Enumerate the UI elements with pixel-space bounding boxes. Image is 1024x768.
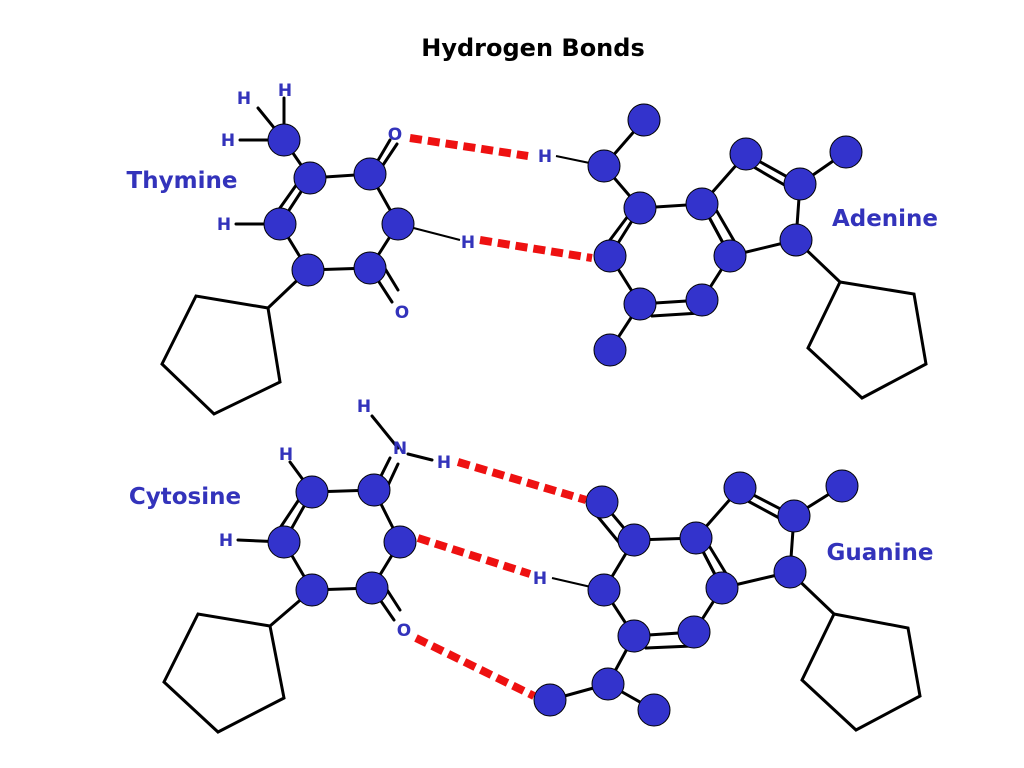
atom xyxy=(381,207,415,241)
hydrogen-label: H xyxy=(221,131,235,151)
atom xyxy=(591,667,625,701)
nitrogen-label: N xyxy=(393,439,407,459)
atom xyxy=(773,555,807,589)
atom xyxy=(617,523,651,557)
atom xyxy=(355,571,389,605)
hydrogen-bond xyxy=(456,458,588,504)
atom xyxy=(587,573,621,607)
base-label-guanine: Guanine xyxy=(826,540,933,566)
atom xyxy=(263,207,297,241)
atom xyxy=(723,471,757,505)
atom xyxy=(593,333,627,367)
atom xyxy=(533,683,567,717)
hydrogen-bond xyxy=(409,134,529,160)
adenine-molecule: H Adenine xyxy=(538,103,938,400)
cytosine-sugar-ring xyxy=(162,612,286,734)
atom xyxy=(291,253,325,287)
guanine-molecule: H Guanine xyxy=(533,469,934,732)
base-label-cytosine: Cytosine xyxy=(129,484,241,510)
atom xyxy=(627,103,661,137)
hydrogen-label: H xyxy=(217,215,231,235)
atom xyxy=(585,485,619,519)
hydrogen-label: H xyxy=(437,453,451,473)
atom xyxy=(825,469,859,503)
atom xyxy=(593,239,627,273)
base-label-thymine: Thymine xyxy=(127,168,238,194)
hydrogen-bond xyxy=(416,534,532,578)
thymine-sugar-ring xyxy=(160,294,282,416)
hydrogen-label: H xyxy=(461,233,475,253)
atom xyxy=(383,525,417,559)
hydrogen-label: H xyxy=(538,147,552,167)
atom xyxy=(623,191,657,225)
hydrogen-label: H xyxy=(279,445,293,465)
guanine-sugar-ring xyxy=(800,612,922,732)
hydrogen-bond xyxy=(479,236,593,262)
atom xyxy=(705,571,739,605)
atom xyxy=(357,473,391,507)
atom xyxy=(779,223,813,257)
atom xyxy=(685,283,719,317)
hydrogen-label: H xyxy=(533,569,547,589)
hydrogen-label: H xyxy=(219,531,233,551)
cytosine-molecule: H H H N H O Cytosine xyxy=(129,397,451,734)
page-title: Hydrogen Bonds xyxy=(421,34,644,62)
atom xyxy=(729,137,763,171)
atom xyxy=(587,149,621,183)
atom xyxy=(295,475,329,509)
hydrogen-label: H xyxy=(237,89,251,109)
base-label-adenine: Adenine xyxy=(832,206,938,232)
hydrogen-label: H xyxy=(357,397,371,417)
atom xyxy=(353,157,387,191)
thymine-molecule: H H H H O O H Thymine xyxy=(127,81,475,416)
atom xyxy=(295,573,329,607)
atom xyxy=(677,615,711,649)
atom xyxy=(617,619,651,653)
adenine-sugar-ring xyxy=(806,280,928,400)
atom xyxy=(623,287,657,321)
oxygen-label: O xyxy=(388,125,402,145)
hydrogen-label: H xyxy=(278,81,292,101)
atom xyxy=(293,161,327,195)
oxygen-label: O xyxy=(395,303,409,323)
atom xyxy=(637,693,671,727)
atom xyxy=(353,251,387,285)
hydrogen-bond xyxy=(414,634,536,700)
cytosine-ring xyxy=(282,488,402,592)
atom xyxy=(713,239,747,273)
atom xyxy=(783,167,817,201)
atom xyxy=(829,135,863,169)
atom xyxy=(267,525,301,559)
oxygen-label: O xyxy=(397,621,411,641)
atom xyxy=(267,123,301,157)
atom xyxy=(777,499,811,533)
atom xyxy=(685,187,719,221)
atom xyxy=(679,521,713,555)
